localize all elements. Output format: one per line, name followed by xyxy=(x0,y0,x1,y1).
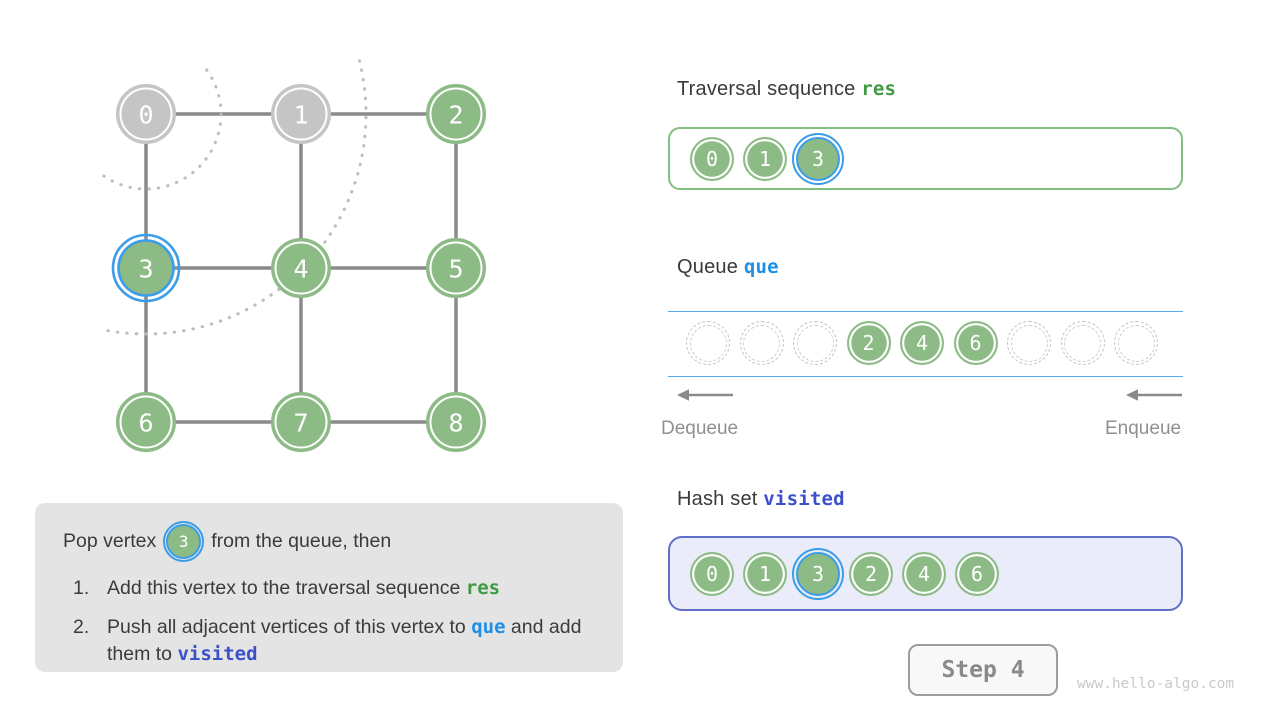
queue-heading: Queue que xyxy=(677,256,779,279)
res-heading: Traversal sequence res xyxy=(677,78,896,101)
graph-vertex-label: 8 xyxy=(448,409,463,438)
graph-vertex-label: 7 xyxy=(293,409,308,438)
graph-vertex-inner-ring xyxy=(274,241,328,295)
queue-empty-slot xyxy=(686,321,730,365)
visited-node-0: 0 xyxy=(690,551,734,596)
graph-vertex xyxy=(271,84,331,144)
caption-step-item: 1. Add this vertex to the traversal seque… xyxy=(73,575,595,603)
graph-vertex xyxy=(426,84,486,144)
graph-vertex-highlight-ring xyxy=(111,233,181,303)
dequeue-arrow-icon xyxy=(677,389,733,401)
visited-node-3: 3 xyxy=(792,547,844,600)
queue-empty-slot xyxy=(1114,321,1158,365)
graph-vertex-inner-ring xyxy=(274,87,328,141)
visited-node-2: 2 xyxy=(849,551,893,596)
queue-heading-label: Queue xyxy=(677,256,739,278)
graph-vertex xyxy=(117,239,175,297)
graph-svg: 0 1 2 3 4 5 6 7 8 xyxy=(98,59,486,452)
caption-line: Pop vertex 3 from the queue, then xyxy=(63,520,595,563)
graph-vertex-inner-ring xyxy=(429,241,483,295)
res-node-1: 1 xyxy=(743,136,787,181)
graph-vertex-label: 0 xyxy=(138,101,153,130)
res-heading-label: Traversal sequence xyxy=(677,78,856,100)
caption-step-text: Add this vertex to the traversal sequenc… xyxy=(107,577,501,599)
res-code-label: res xyxy=(861,78,897,100)
res-node-3: 3 xyxy=(792,132,844,185)
visited-code-label: visited xyxy=(763,488,845,510)
visited-node-6: 6 xyxy=(955,551,999,596)
graph-vertex-label: 2 xyxy=(448,101,463,130)
graph-vertex-label: 1 xyxy=(293,101,308,130)
queue-empty-slot xyxy=(793,321,837,365)
caption-step-marker: 1. xyxy=(73,577,90,599)
queue-empty-slot xyxy=(739,321,784,365)
visited-heading: Hash set visited xyxy=(677,488,845,511)
graph-vertex xyxy=(426,392,486,452)
dequeue-label: Dequeue xyxy=(661,418,739,439)
queue-bottom-line xyxy=(668,376,1183,377)
graph-vertex-label: 4 xyxy=(293,255,308,284)
caption-pre: Pop vertex xyxy=(63,530,157,552)
graph-vertex xyxy=(116,392,176,452)
watermark: www.hello-algo.com xyxy=(1077,676,1235,692)
step-button[interactable]: Step 4 xyxy=(908,644,1058,696)
visited-node-4: 4 xyxy=(902,551,946,596)
queue-node-4: 4 xyxy=(900,321,944,365)
bfs-wavefront-arc xyxy=(102,59,368,336)
enqueue-arrow-icon xyxy=(1126,389,1182,401)
queue-node-6: 6 xyxy=(953,321,998,365)
graph-vertex xyxy=(116,84,176,144)
caption-steps: 1. Add this vertex to the traversal seque… xyxy=(63,575,595,669)
res-node-0: 0 xyxy=(690,136,734,181)
graph-vertex-inner-ring xyxy=(429,87,483,141)
explanation-panel: Pop vertex 3 from the queue, then 1. Add … xyxy=(35,503,623,672)
graph-vertex xyxy=(426,238,486,298)
graph-vertex-label: 5 xyxy=(448,255,463,284)
graph-vertex xyxy=(271,392,331,452)
queue-empty-slot xyxy=(1060,321,1105,365)
queue-code-label: que xyxy=(743,256,779,278)
queue-node-2: 2 xyxy=(846,321,891,365)
queue-empty-slot xyxy=(1007,321,1051,365)
caption-step-text: Push all adjacent vertices of this verte… xyxy=(107,615,582,666)
visited-node-1: 1 xyxy=(743,551,787,596)
graph-vertex-inner-ring xyxy=(274,395,328,449)
graph-vertex-inner-ring xyxy=(119,87,173,141)
graph-vertex-inner-ring xyxy=(119,395,173,449)
graph-vertex-inner-ring xyxy=(429,395,483,449)
graph-vertex xyxy=(271,238,331,298)
graph-vertex-label: 3 xyxy=(138,255,153,284)
caption-step-item: 2. Push all adjacent vertices of this ver… xyxy=(73,614,595,669)
enqueue-label: Enqueue xyxy=(1105,418,1182,439)
caption-post: from the queue, then xyxy=(211,530,392,552)
visited-heading-label: Hash set xyxy=(677,488,758,510)
caption-vertex-node: 3 xyxy=(162,520,205,563)
queue-top-line xyxy=(668,311,1183,312)
caption-step-marker: 2. xyxy=(73,615,90,638)
graph-vertex-label: 6 xyxy=(138,409,153,438)
